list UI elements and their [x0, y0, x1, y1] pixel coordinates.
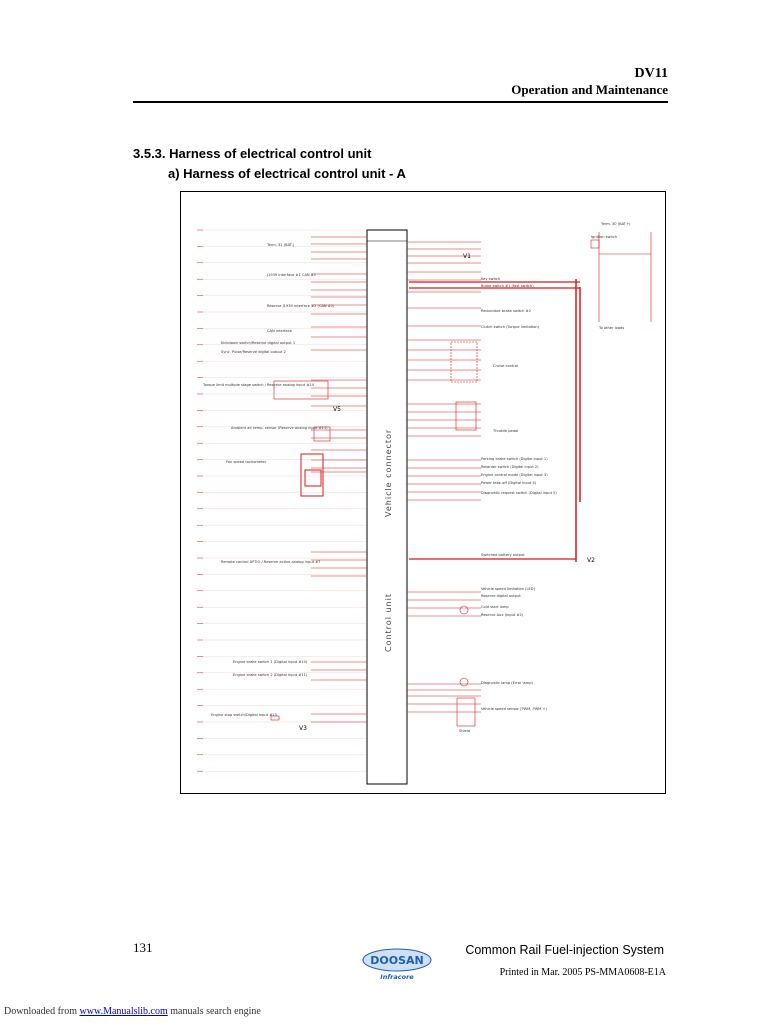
right-component-label: Brake switch #1 (fast switch): [481, 284, 534, 288]
right-component-label: Reserve digital output: [481, 594, 521, 598]
doosan-logo-graphic: DOOSAN Infracore: [362, 948, 432, 981]
right-component-label: Ignition switch: [591, 235, 617, 239]
right-wires: [407, 241, 481, 713]
right-component-label: Shield: [459, 729, 470, 733]
control-unit-box: [366, 229, 408, 785]
right-component-label: Clutch switch (Torque limitation): [481, 325, 540, 329]
right-component-label: Redundant brake switch #2: [481, 309, 531, 313]
right-component-label: Retarder switch (Digital input 2): [481, 465, 539, 469]
download-prefix: Downloaded from: [4, 1006, 78, 1017]
right-component-label: Term. 30 (BAT+): [600, 222, 631, 226]
node-v1: V1: [463, 253, 471, 260]
left-component-label: Sync. Pulse/Reserve digital output 2: [221, 350, 286, 354]
right-component-label: Key switch: [481, 277, 500, 281]
right-component-label: To other loads: [598, 326, 624, 330]
right-component-label: Cold start lamp: [481, 605, 509, 609]
page-number: 131: [133, 940, 153, 955]
node-v2: V2: [587, 557, 595, 564]
header-model: DV11: [634, 66, 668, 81]
right-component-label: Diagnostic lamp (Error lamp): [481, 681, 534, 685]
right-component-label: Switched battery output: [481, 553, 525, 557]
speed-sensor-box: [456, 697, 476, 727]
doosan-logo: DOOSAN Infracore: [353, 946, 463, 986]
left-wires: [311, 236, 367, 723]
left-component-label: Reserve J1939 interface #2 (CAN #2): [267, 304, 335, 308]
row-index: [197, 229, 367, 772]
left-component-label: Term. 31 (BAT-): [266, 243, 295, 247]
wiring-diagram-svg: Vehicle connector Control unit V1 V5 V3 …: [197, 222, 652, 785]
control-unit-label: Control unit: [384, 593, 393, 652]
right-component-label: Parking brake switch (Digital input 1): [481, 457, 548, 461]
footer-title: Common Rail Fuel-injection System: [465, 943, 664, 957]
left-component-label: Remote control APTIO / Reserve active an…: [221, 560, 320, 564]
ambient-sensor-box: [313, 426, 331, 442]
left-labels: Term. 31 (BAT-) J1939 interface #1 CAN #1…: [202, 243, 335, 717]
right-component-label: Vehicle speed sensor (PWM, PWM +): [481, 707, 548, 711]
fan-tachometer-box: [304, 469, 322, 487]
right-component-label: Power take-off (Digital input 4): [481, 481, 537, 485]
section-title: 3.5.3. Harness of electrical control uni…: [133, 146, 372, 161]
cold-start-lamp-symbol: [459, 605, 469, 615]
header-subtitle: Operation and Maintenance: [511, 82, 668, 97]
section-subtitle: a) Harness of electrical control unit - …: [168, 166, 406, 181]
fan-tachometer-frame: [300, 453, 324, 497]
download-notice: Downloaded from www.Manualslib.com manua…: [4, 1006, 261, 1017]
stop-switch-symbol: [270, 715, 280, 721]
right-component-label: Engine control mode (Digital input 3): [481, 473, 548, 477]
header-rule: [133, 101, 668, 103]
left-component-label: Engine brake switch 1 (Digital input #10…: [233, 660, 308, 664]
left-component-label: Engine stop switch/Digital input #13: [211, 713, 277, 717]
node-v3: V3: [299, 725, 307, 732]
throttle-pedal-box: [455, 401, 477, 431]
logo-main-text: DOOSAN: [370, 954, 423, 967]
cruise-control-box: [450, 341, 478, 383]
manualslib-link[interactable]: www.Manualslib.com: [79, 1006, 168, 1017]
right-component-label: Reserve Aux (Input #2): [481, 613, 524, 617]
left-component-label: J1939 interface #1 CAN #1: [266, 273, 316, 277]
left-component-label: Fan speed tachometer: [226, 460, 267, 464]
logo-sub-text: Infracore: [380, 973, 414, 981]
vehicle-connector-label: Vehicle connector: [384, 429, 393, 517]
left-component-label: Torque limit multiple stage switch / Res…: [202, 383, 315, 387]
right-component-label: Diagnostic request switch (Digital input…: [481, 491, 557, 495]
right-component-label: Throttle pedal: [492, 429, 518, 433]
download-suffix: manuals search engine: [170, 1006, 261, 1017]
ignition-switch-symbol: [590, 239, 600, 249]
left-component-label: CAN interface: [267, 329, 293, 333]
left-component-label: Kickdown switch/Reserve digital output 1: [221, 341, 295, 345]
left-component-label: Ambient air temp. sensor (Reserve analog…: [231, 426, 328, 430]
torque-switch-box: [273, 380, 329, 400]
printed-info: Printed in Mar. 2005 PS-MMA0608-E1A: [499, 967, 666, 978]
diag-lamp-symbol: [459, 677, 469, 687]
wiring-diagram: Vehicle connector Control unit V1 V5 V3 …: [180, 191, 666, 794]
left-component-label: Engine brake switch 2 (Digital input #11…: [233, 673, 308, 677]
node-v5: V5: [333, 406, 341, 413]
right-component-label: Vehicle speed limitation (LED): [481, 587, 536, 591]
right-component-label: Cruise control: [493, 364, 518, 368]
